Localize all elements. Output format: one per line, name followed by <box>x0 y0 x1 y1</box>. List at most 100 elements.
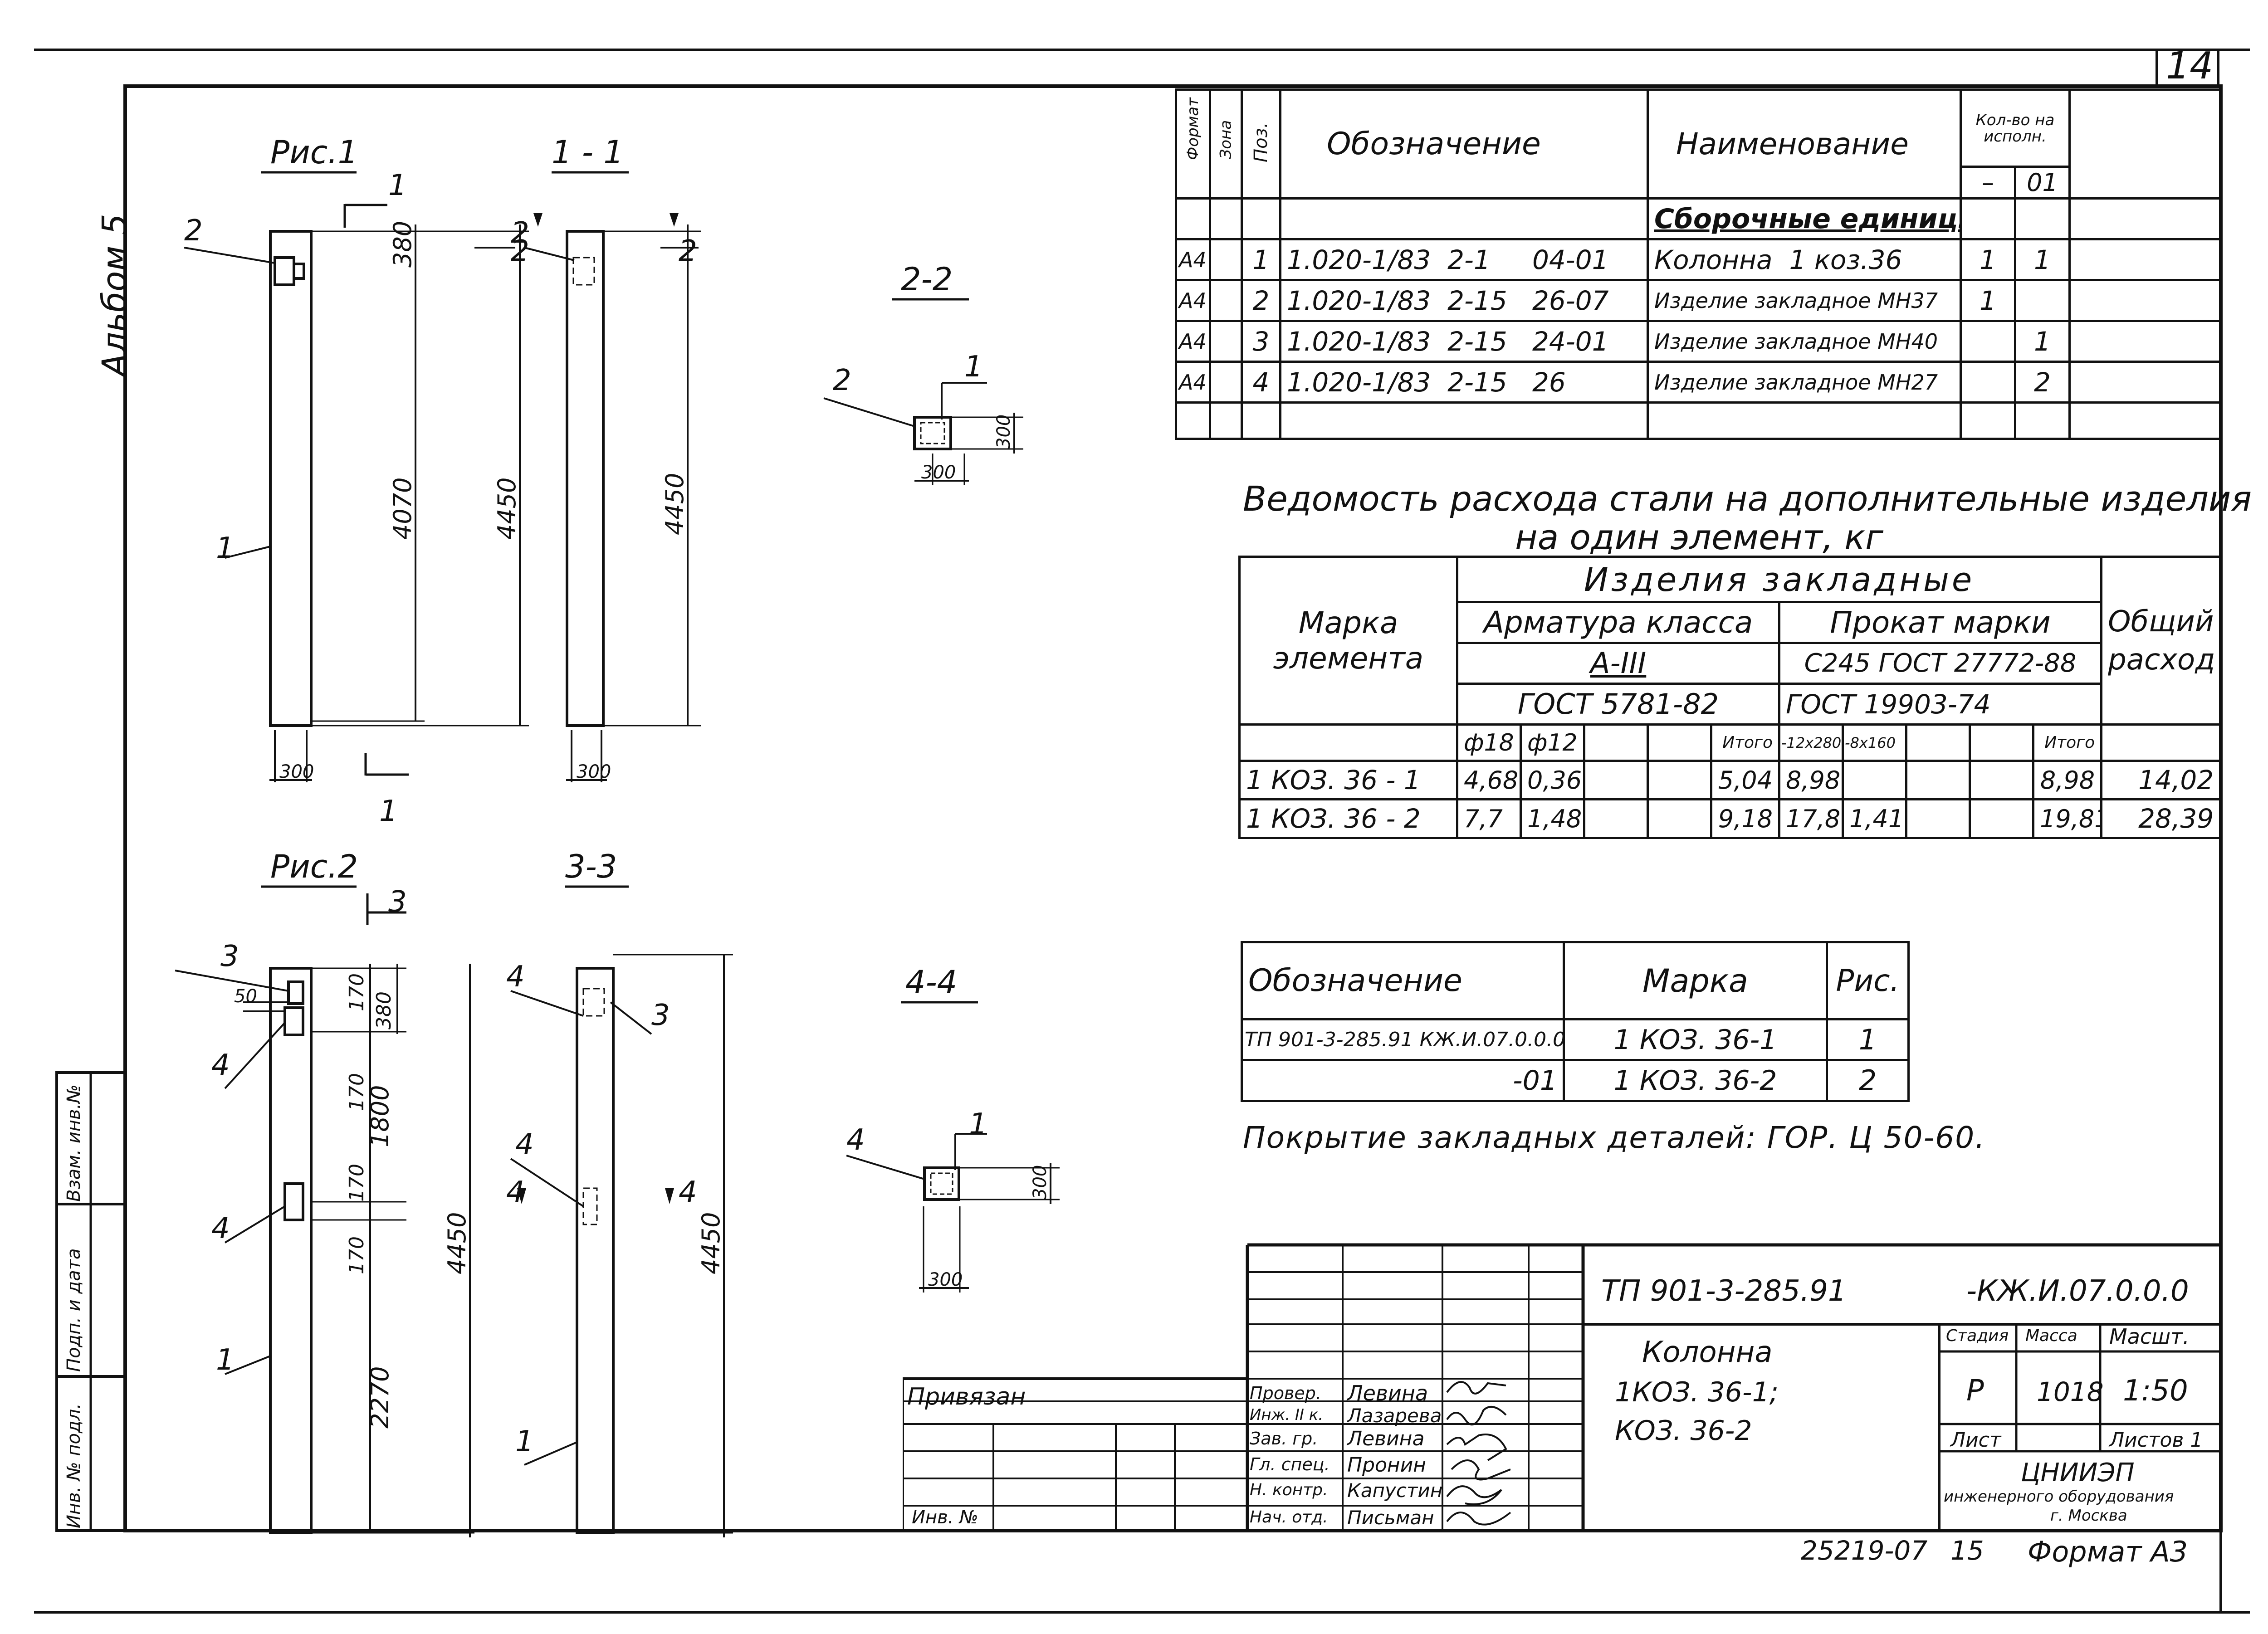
pos-1-sec22: 1 <box>964 350 983 384</box>
mark-cell-designation: -01 <box>1241 1059 1565 1102</box>
steel-sub-subtotal-rolled: Итого <box>2032 723 2103 762</box>
tb-role-name: Лазарева <box>1347 1405 1442 1427</box>
dim-300-fig1: 300 <box>279 761 314 782</box>
spec-cell-format: А4 <box>1175 320 1211 363</box>
pos-4a-fig2: 4 <box>211 1049 230 1082</box>
dim-380-fig1: 380 <box>388 221 417 268</box>
spec-row: А4 1 1.020-1/83 2-1 04-01 Колонна 1 коз.… <box>1175 238 2221 281</box>
stamp-inv-original: Инв. № подл. <box>64 1403 84 1528</box>
spec-cell-format: А4 <box>1175 361 1211 404</box>
steel-cell: 0,36 <box>1520 760 1585 800</box>
dim-300-sec22-w: 300 <box>921 462 956 483</box>
tb-code-right: -КЖ.И.07.0.0.0 <box>1966 1274 2189 1308</box>
steel-head-rolled-gost: ГОСТ 19903-74 <box>1778 683 2103 726</box>
spec-cell-designation: 1.020-1/83 2-15 26 <box>1279 361 1649 404</box>
section-2-2-title: 2-2 <box>901 261 953 298</box>
tb-role: Нач. отд. <box>1250 1508 1328 1527</box>
steel-sub-d12: ф12 <box>1520 723 1585 762</box>
steel-cell-mark: 1 КОЗ. 36 - 1 <box>1238 760 1458 800</box>
dim-380-fig2: 380 <box>372 991 396 1029</box>
dim-170-top: 170 <box>345 973 368 1011</box>
spec-cell-name: Изделие закладное МН40 <box>1647 320 1962 363</box>
tb-org-line1: ЦНИИЭП <box>2021 1458 2135 1488</box>
dim-170-fourth: 170 <box>345 1236 368 1274</box>
steel-cell <box>1583 760 1649 800</box>
spec-cell-name: Изделие закладное МН37 <box>1647 279 1962 322</box>
dim-170-third: 170 <box>345 1164 368 1202</box>
dim-4450-fig2: 4450 <box>443 1212 471 1274</box>
steel-cell: 8,98 <box>1778 760 1844 800</box>
spec-cell-qty-a: 1 <box>1960 238 2016 281</box>
steel-cell <box>1969 798 2034 839</box>
steel-sub-plate-8x160: -8х160 <box>1842 723 1907 762</box>
dim-1800: 1800 <box>366 1085 394 1147</box>
tb-org-line2: инженерного оборудования <box>1944 1488 2174 1506</box>
spec-row: А4 4 1.020-1/83 2-15 26 Изделие закладно… <box>1175 361 2221 404</box>
steel-sub-subtotal-rebar: Итого <box>1710 723 1780 762</box>
tb-mass-value: 1018 <box>2037 1376 2104 1407</box>
tb-object-line1: Колонна <box>1642 1336 1773 1369</box>
column-drawings: Рис.1 1 - 1 2-2 Рис.2 3-3 4-4 1 1 2 2 3 … <box>175 134 1060 1537</box>
steel-cell <box>1905 760 1971 800</box>
cut-mark-1-bottom: 1 <box>379 795 398 828</box>
tb-scale-header: Масшт. <box>2109 1324 2190 1349</box>
spec-cell-pos: 4 <box>1241 361 1281 404</box>
fig1-title: Рис.1 <box>270 134 358 171</box>
tb-role-name: Левина <box>1347 1427 1425 1450</box>
steel-cell: 5,04 <box>1710 760 1780 800</box>
steel-head-rebar-class: А-III <box>1456 642 1780 685</box>
steel-head-rebar-gost: ГОСТ 5781-82 <box>1456 683 1780 726</box>
mark-row: ТП 901-3-285.91 КЖ.И.07.0.0.0 1 КОЗ. 36-… <box>1241 1018 1910 1061</box>
title-block-grid <box>903 1243 2221 1531</box>
tb-code-left: ТП 901-3-285.91 <box>1601 1274 1847 1308</box>
spec-cell-zone <box>1209 320 1243 363</box>
steel-cell: 8,98 <box>2032 760 2103 800</box>
spec-head-name: Наименование <box>1647 88 1962 200</box>
tb-role: Зав. гр. <box>1250 1429 1318 1449</box>
section-3-3-title: 3-3 <box>565 848 617 885</box>
pos-4-sec33-top: 4 <box>506 960 525 994</box>
cut-mark-1-top: 1 <box>388 169 407 202</box>
steel-cell: 9,18 <box>1710 798 1780 839</box>
steel-cell-mark: 1 КОЗ. 36 - 2 <box>1238 798 1458 839</box>
pos-1-fig2: 1 <box>216 1343 235 1377</box>
steel-cell: 17,8 <box>1778 798 1844 839</box>
tb-role: Инж. II к. <box>1250 1406 1324 1424</box>
cut-mark-3-top: 3 <box>388 885 407 919</box>
bottom-format: Формат А3 <box>2028 1535 2188 1568</box>
spec-cell-qty-b: 2 <box>2014 361 2071 404</box>
pos-2-sec22: 2 <box>833 364 851 397</box>
mark-head-designation: Обозначение <box>1241 941 1565 1020</box>
fig2-title: Рис.2 <box>270 848 358 885</box>
tb-org-line3: г. Москва <box>2050 1507 2127 1525</box>
spec-cell-qty-b: 1 <box>2014 320 2071 363</box>
spec-cell-name: Изделие закладное МН27 <box>1647 361 1962 404</box>
dim-4450-sec33: 4450 <box>697 1212 725 1274</box>
steel-sub-d18: ф18 <box>1456 723 1522 762</box>
steel-cell: 7,7 <box>1456 798 1522 839</box>
dim-50: 50 <box>234 986 257 1007</box>
coating-note: Покрытие закладных деталей: ГОР. Ц 50-60… <box>1243 1120 1986 1155</box>
tb-role-name: Письман <box>1347 1507 1434 1529</box>
dim-300-sec44-w: 300 <box>928 1269 963 1290</box>
dim-4450-sec11: 4450 <box>660 473 689 535</box>
tb-role-name: Капустин <box>1347 1479 1443 1502</box>
pos-2-sec11: 2 <box>511 216 529 250</box>
pos-3-fig2: 3 <box>220 940 239 973</box>
spec-cell-designation: 1.020-1/83 2-15 26-07 <box>1279 279 1649 322</box>
steel-sub-plate-12x280: -12х280 <box>1778 723 1844 762</box>
section-4-4-title: 4-4 <box>905 964 957 1001</box>
tb-sheet-header: Лист <box>1950 1429 2001 1452</box>
spec-head-pos: Поз. <box>1251 122 1271 162</box>
steel-cell-total: 28,39 <box>2100 798 2222 839</box>
tb-scale-value: 1:50 <box>2123 1374 2188 1408</box>
spec-head-exec-a: – <box>1960 166 2016 200</box>
pos-4-sec33-mid: 4 <box>515 1128 534 1161</box>
spec-cell-format: А4 <box>1175 279 1211 322</box>
specification-table: Формат Зона Поз. Обозначение Наименовани… <box>1175 88 2221 440</box>
spec-cell-zone <box>1209 361 1243 404</box>
mark-cell-fig: 1 <box>1826 1018 1910 1061</box>
spec-row: А4 2 1.020-1/83 2-15 26-07 Изделие закла… <box>1175 279 2221 322</box>
dim-170-second: 170 <box>345 1073 368 1111</box>
steel-table: Марка элемента Изделия закладные Общий р… <box>1238 556 2222 839</box>
